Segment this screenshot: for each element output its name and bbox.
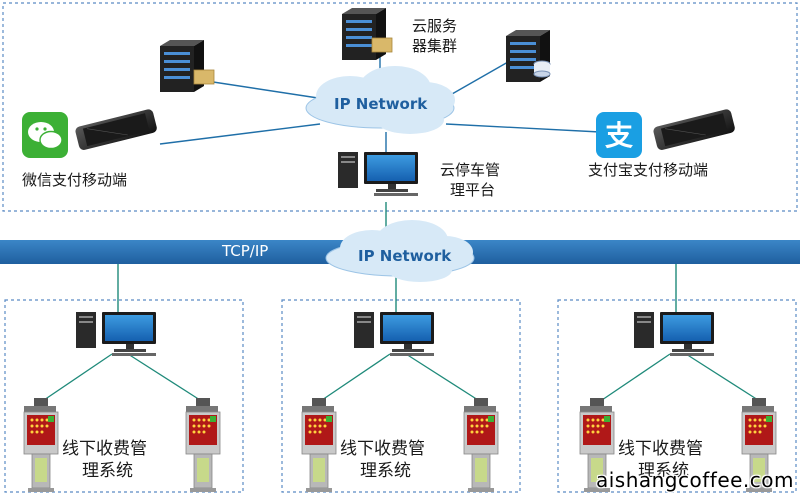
- alipay-phone-icon: [653, 109, 735, 150]
- platform-label-line2: 理平台: [450, 181, 496, 199]
- platform-label-line1: 云停车管: [440, 161, 501, 179]
- entrance-terminal-left-a: [23, 397, 59, 493]
- server-left-icon: [160, 40, 215, 92]
- link-alipay: [445, 123, 601, 133]
- server-cluster-label: 云服务 器集群: [412, 16, 457, 56]
- branch-center-a: [321, 353, 391, 401]
- entrance-terminal-left-b: [185, 397, 221, 493]
- entrance-terminal-center-b: [463, 397, 499, 493]
- branch-center-b: [405, 353, 479, 401]
- offline-label-left: 线下收费管 理系统: [62, 438, 147, 482]
- offline-label-center: 线下收费管 理系统: [340, 438, 425, 482]
- wechat-label: 微信支付移动端: [22, 171, 128, 189]
- right-region-frame: [557, 299, 797, 493]
- link-wechat: [159, 123, 321, 145]
- branch-left-b: [127, 353, 201, 401]
- entrance-terminal-center-a: [301, 397, 337, 493]
- bus-label: TCP/IP: [222, 242, 269, 260]
- pc-right-icon: [634, 312, 714, 356]
- server-cluster-label-line1: 云服务: [412, 17, 458, 35]
- top-region-frame: [2, 2, 798, 212]
- wechat-phone-icon: [75, 109, 157, 150]
- server-right-icon: [506, 30, 551, 82]
- watermark: aishangcoffee.com: [595, 468, 794, 492]
- alipay-icon: 支: [596, 112, 642, 158]
- alipay-label: 支付宝支付移动端: [588, 161, 709, 179]
- alipay-logo-glyph: 支: [605, 119, 633, 152]
- branch-right-b: [685, 353, 759, 401]
- offline-label-center-line1: 线下收费管: [340, 439, 425, 459]
- ip-network-cloud-mid: [325, 220, 475, 282]
- platform-pc-icon: [338, 152, 418, 196]
- cloud-mid-label: IP Network: [358, 247, 452, 265]
- platform-label: 云停车管 理平台: [440, 160, 500, 200]
- offline-label-right-line2: 理系统: [638, 461, 689, 481]
- left-region-frame: [4, 299, 244, 493]
- offline-label-center-line2: 理系统: [360, 461, 411, 481]
- server-cluster-label-line2: 器集群: [412, 37, 458, 55]
- center-region-frame: [281, 299, 521, 493]
- ip-network-cloud-top: [305, 66, 455, 134]
- offline-label-right: 线下收费管 理系统: [618, 438, 703, 482]
- server-center-icon: [342, 8, 393, 60]
- branch-right-a: [601, 353, 671, 401]
- cloud-top-label: IP Network: [334, 95, 428, 113]
- offline-label-right-line1: 线下收费管: [618, 439, 703, 459]
- link-server-left: [199, 79, 319, 99]
- branch-left-a: [43, 353, 113, 401]
- offline-label-left-line2: 理系统: [82, 461, 133, 481]
- pc-left-icon: [76, 312, 156, 356]
- offline-label-left-line1: 线下收费管: [62, 439, 147, 459]
- pc-center-icon: [354, 312, 434, 356]
- wechat-icon: [22, 112, 68, 158]
